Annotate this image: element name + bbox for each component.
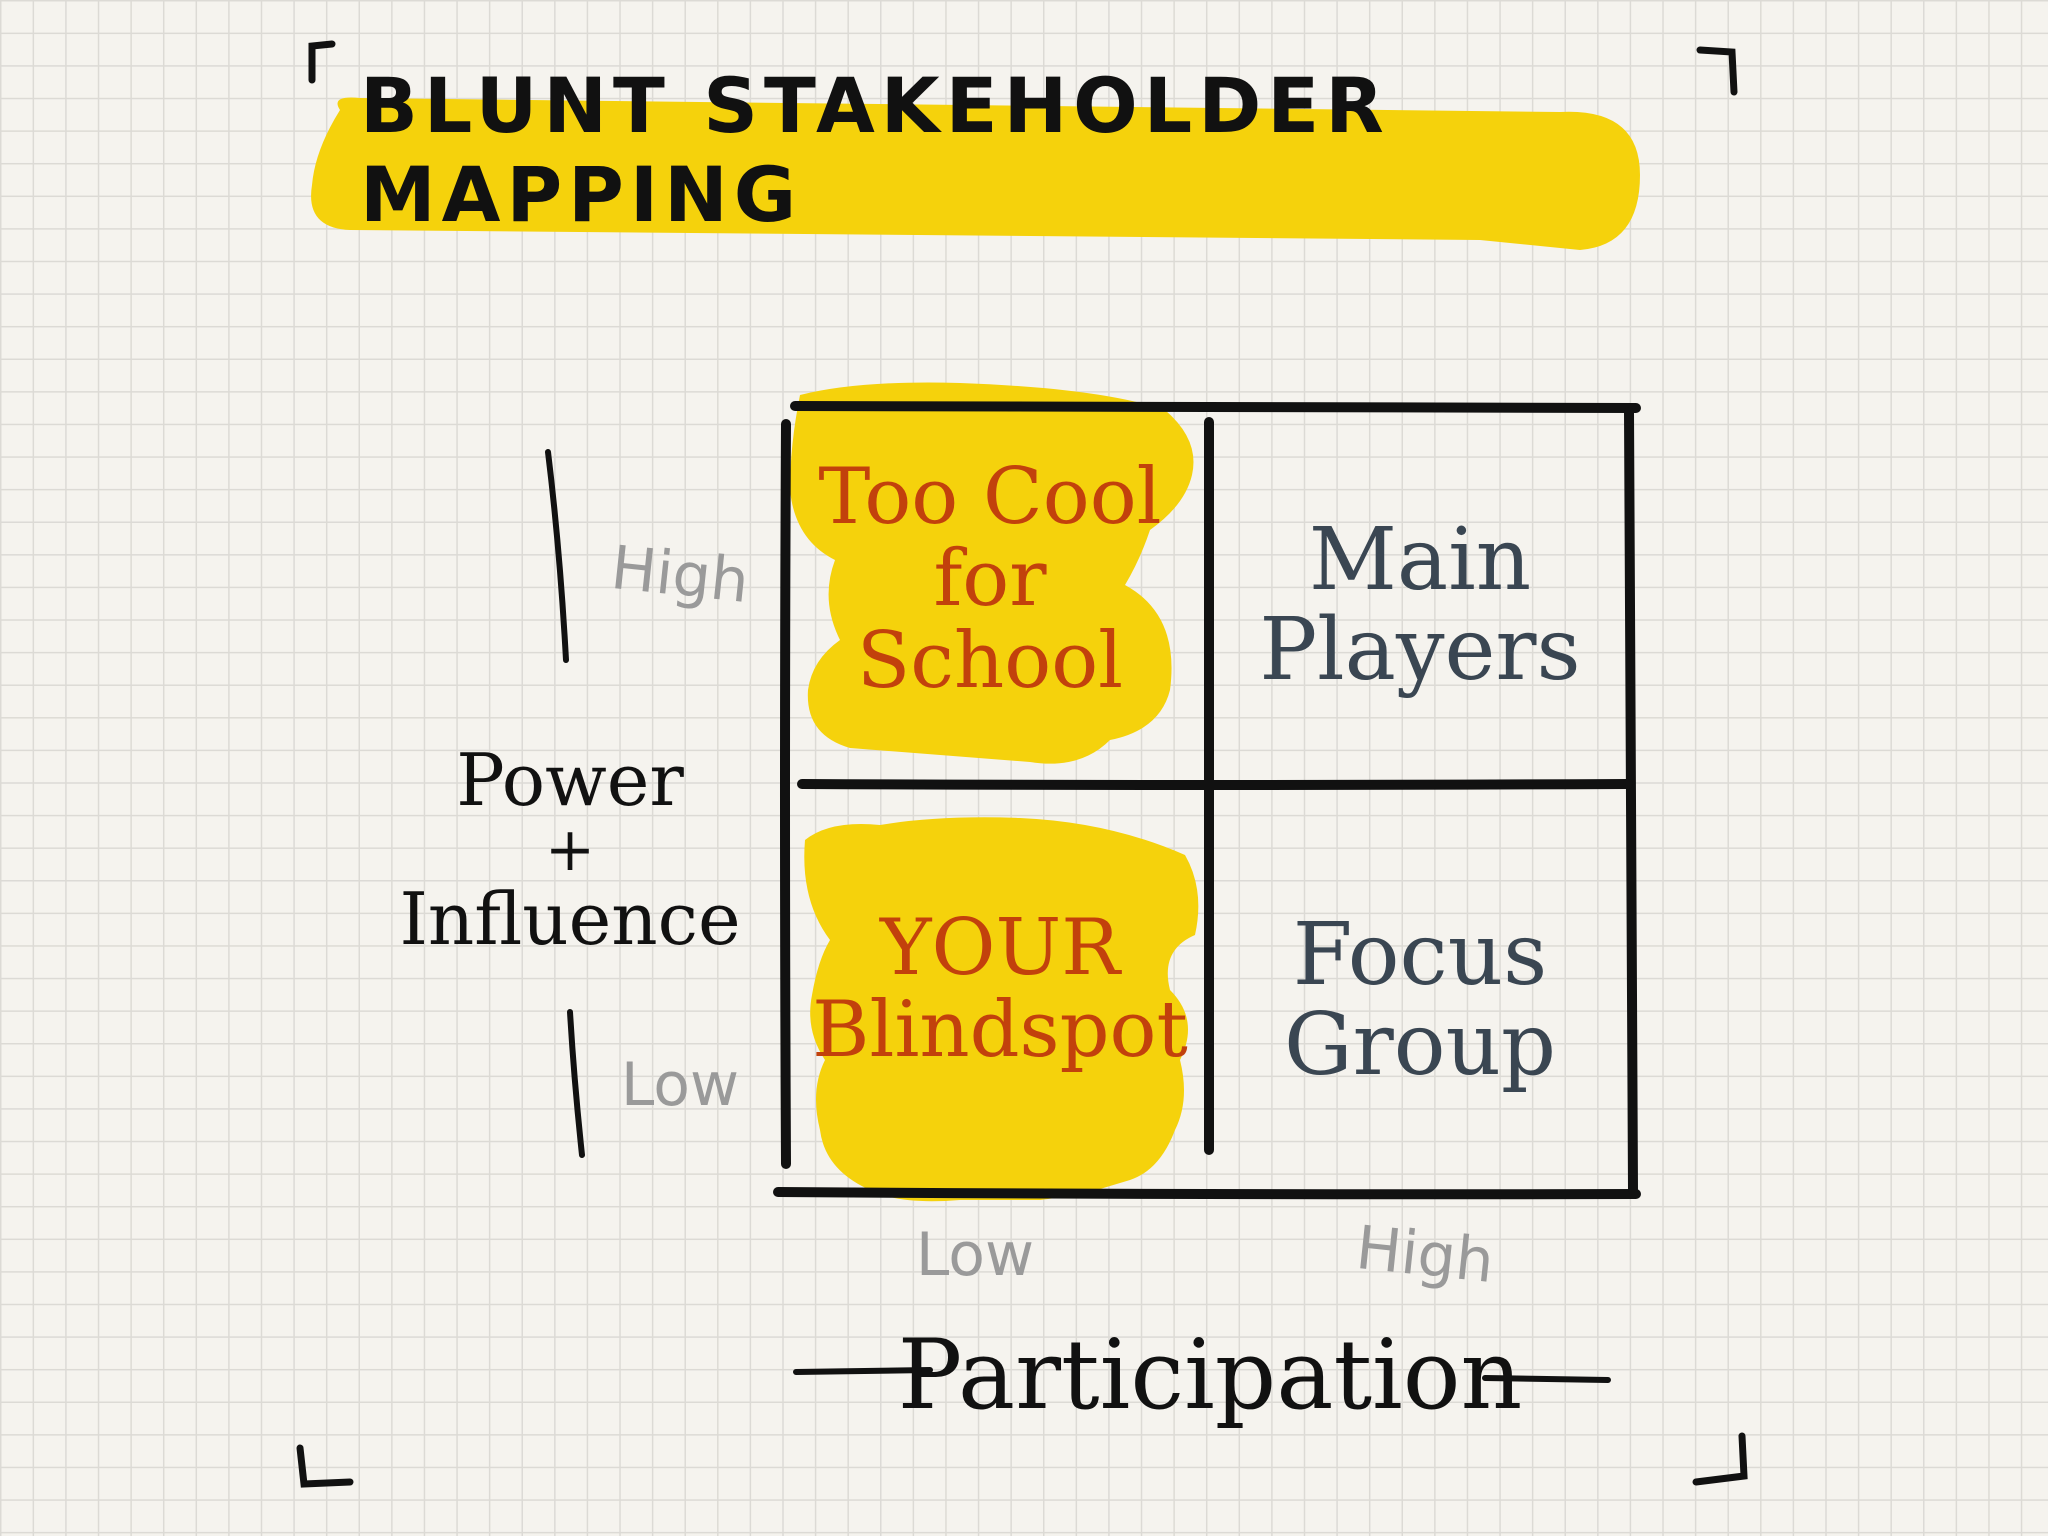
- y-axis-label: Power + Influence: [370, 700, 770, 1000]
- quadrant-top-right: Main Players: [1225, 455, 1615, 755]
- y-axis-low-tick: Low: [620, 1049, 740, 1120]
- corner-mark-bottom-right: [1692, 1432, 1748, 1486]
- quadrant-top-left: Too Cool for School: [800, 450, 1180, 710]
- matrix-right-line: [1624, 407, 1638, 1195]
- quadrant-bottom-right-line2: Group: [1283, 995, 1557, 1095]
- y-axis-high-tick: High: [607, 532, 753, 617]
- x-axis-high-tick: High: [1352, 1212, 1498, 1297]
- quadrant-top-right-line2: Players: [1259, 600, 1581, 700]
- y-axis-strokes: [545, 449, 585, 1158]
- corner-mark-bottom-left: [296, 1444, 354, 1488]
- quadrant-bottom-right: Focus Group: [1225, 870, 1615, 1130]
- x-axis-label: Participation: [897, 1318, 1523, 1431]
- page-title: BLUNT STAKEHOLDER MAPPING: [360, 61, 1390, 239]
- quadrant-bottom-left-line1: YOUR: [880, 903, 1120, 994]
- x-axis-left-dash: [793, 1367, 933, 1375]
- title-highlight: [311, 97, 1641, 250]
- matrix-middle-vertical: [1203, 417, 1214, 1155]
- matrix-bottom-line: [773, 1187, 1641, 1200]
- quadrant-top-right-line1: Main: [1308, 509, 1532, 610]
- quadrant-bottom-left: YOUR Blindspot: [800, 860, 1200, 1120]
- quadrant-bottom-right-line1: Focus: [1292, 904, 1548, 1005]
- y-axis-label-line3: Influence: [399, 876, 741, 961]
- bottom-left-highlight: [804, 817, 1199, 1202]
- matrix-left-line: [780, 419, 791, 1169]
- matrix-middle-horizontal: [797, 779, 1633, 790]
- x-axis-strokes: [793, 1367, 1611, 1383]
- quadrant-top-left-line2: for School: [856, 534, 1124, 706]
- y-axis-high-stroke: [545, 449, 569, 663]
- corner-mark-top-left: [308, 40, 336, 84]
- corner-mark-top-right: [1696, 46, 1738, 96]
- y-axis-low-stroke: [567, 1009, 585, 1158]
- quadrant-bottom-left-line2: Blindspot: [812, 985, 1188, 1075]
- quadrant-top-left-line1: Too Cool: [818, 452, 1162, 543]
- corner-marks: [296, 40, 1748, 1488]
- y-axis-label-line2: +: [544, 814, 596, 885]
- y-axis-label-line1: Power: [456, 737, 684, 822]
- x-axis-right-dash: [1482, 1375, 1611, 1383]
- matrix-top-line: [790, 401, 1641, 413]
- matrix-lines: [773, 401, 1641, 1200]
- top-left-highlight: [790, 382, 1194, 764]
- x-axis-low-tick: Low: [915, 1219, 1035, 1290]
